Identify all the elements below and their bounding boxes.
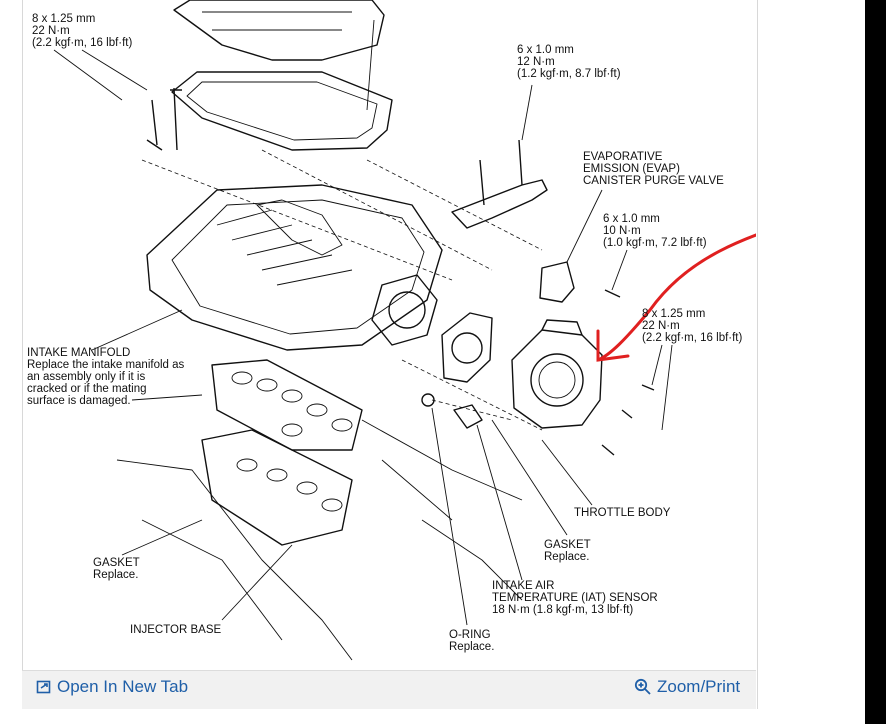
zoom-print-button[interactable]: Zoom/Print bbox=[634, 677, 740, 697]
throttle-body bbox=[511, 329, 603, 429]
throttle-body-label: THROTTLE BODY bbox=[574, 507, 671, 519]
o-ring bbox=[421, 393, 435, 407]
dark-side-panel bbox=[865, 0, 886, 724]
intake-manifold bbox=[146, 184, 443, 351]
open-new-tab-button[interactable]: Open In New Tab bbox=[36, 677, 188, 697]
injector-base bbox=[201, 429, 353, 546]
zoom-icon bbox=[634, 678, 652, 696]
image-viewer bbox=[22, 0, 758, 709]
iat-sensor bbox=[453, 404, 483, 429]
upper-cover bbox=[173, 0, 385, 61]
intake-gasket bbox=[211, 359, 363, 451]
cover-gasket bbox=[171, 71, 393, 151]
red-annotation-arrow bbox=[596, 233, 756, 362]
open-new-tab-icon bbox=[36, 679, 52, 695]
evap-valve bbox=[539, 261, 575, 303]
image-toolbar: Open In New Tab Zoom/Print bbox=[22, 670, 756, 709]
injector-base-label: INJECTOR BASE bbox=[130, 624, 222, 636]
evap-bracket bbox=[451, 179, 548, 229]
throttle-gasket bbox=[441, 312, 493, 383]
open-new-tab-label: Open In New Tab bbox=[57, 677, 189, 696]
zoom-print-label: Zoom/Print bbox=[657, 677, 741, 696]
engine-diagram bbox=[53, 0, 756, 661]
